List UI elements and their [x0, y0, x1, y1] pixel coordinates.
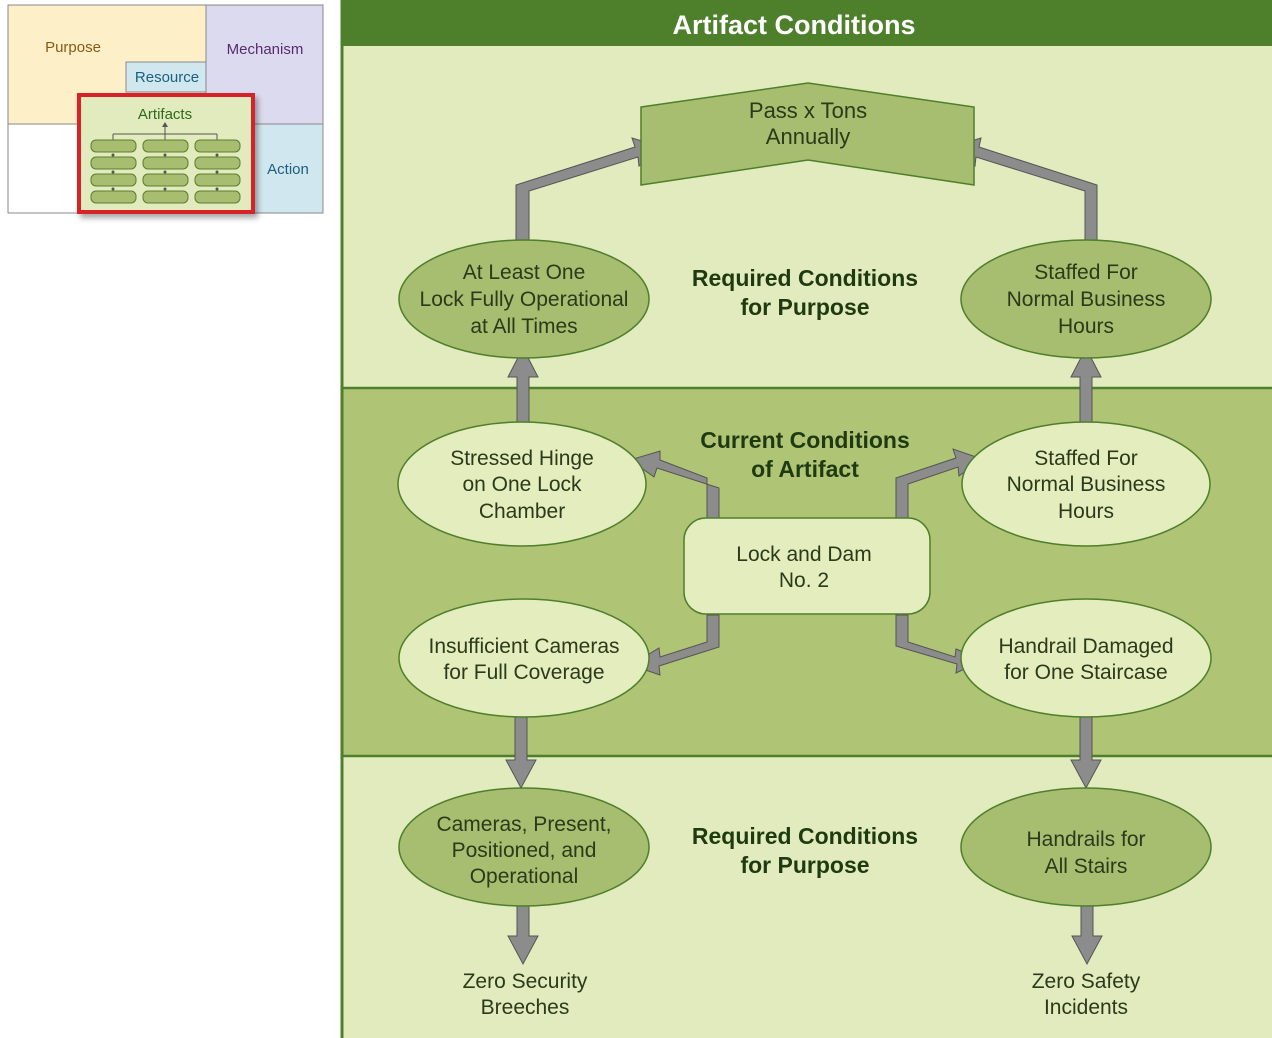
req-lock-line-2: Lock Fully Operational: [420, 288, 629, 311]
arrow-hinge-to-lock: [507, 346, 539, 431]
req-handrails-line-2: All Stairs: [1045, 855, 1128, 878]
legend-action-label: Action: [267, 161, 309, 178]
req-staffed-line-2: Normal Business: [1007, 288, 1166, 311]
node-req-staffed: [960, 239, 1212, 359]
goal-banner: [640, 82, 975, 186]
legend-map: Purpose Mechanism Resource Action Artifa…: [7, 4, 324, 214]
bottom-section-label-2: for Purpose: [740, 852, 869, 878]
top-section-label-2: for Purpose: [740, 294, 869, 320]
legend-mechanism-label: Mechanism: [227, 41, 304, 58]
out-safety-line-1: Zero Safety: [1032, 970, 1141, 993]
req-cameras-line-3: Operational: [470, 865, 579, 888]
cur-cameras-line-2: for Full Coverage: [443, 661, 604, 684]
node-req-lock: [398, 239, 650, 359]
legend-resource-label: Resource: [135, 69, 199, 86]
legend-resource-box: [125, 61, 207, 93]
req-cameras-line-1: Cameras, Present,: [436, 813, 611, 836]
center-line-1: Lock and Dam: [736, 543, 871, 566]
cur-staffed-line-2: Normal Business: [1007, 473, 1166, 496]
req-lock-line-3: at All Times: [470, 315, 577, 338]
node-cur-handrail: [960, 598, 1212, 718]
top-section-label-1: Required Conditions: [692, 265, 918, 291]
middle-section-label-1: Current Conditions: [700, 427, 910, 453]
goal-line-1: Pass x Tons: [749, 98, 867, 123]
goal-line-2: Annually: [766, 124, 850, 149]
arrow-curstaffed-to-reqstaffed: [1070, 346, 1102, 431]
legend-artifacts-label: Artifacts: [138, 106, 192, 123]
out-security-line-1: Zero Security: [463, 970, 588, 993]
node-cur-hinge: [397, 421, 647, 547]
cur-staffed-line-1: Staffed For: [1034, 447, 1138, 470]
center-line-2: No. 2: [779, 569, 829, 592]
req-staffed-line-3: Hours: [1058, 315, 1114, 338]
middle-section-label-2: of Artifact: [751, 456, 859, 482]
legend-artifacts-tree-icon: [90, 122, 241, 204]
node-cur-cameras: [398, 598, 650, 718]
req-handrails-line-1: Handrails for: [1026, 828, 1145, 851]
cur-hinge-line-3: Chamber: [479, 500, 565, 523]
cur-handrail-line-1: Handrail Damaged: [998, 635, 1173, 658]
arrow-center-to-hinge: [628, 450, 720, 519]
cur-cameras-line-1: Insufficient Cameras: [428, 635, 619, 658]
cur-hinge-line-2: on One Lock: [462, 473, 582, 496]
node-cur-staffed: [961, 421, 1211, 547]
out-safety-line-2: Incidents: [1044, 996, 1128, 1019]
node-req-handrails: [960, 787, 1212, 907]
legend-purpose-label: Purpose: [45, 39, 101, 56]
req-cameras-line-2: Positioned, and: [452, 839, 597, 862]
cur-handrail-line-2: for One Staircase: [1004, 661, 1167, 684]
title-bar: [341, 0, 1272, 46]
cur-hinge-line-1: Stressed Hinge: [450, 447, 594, 470]
node-req-cameras: [398, 787, 650, 907]
req-staffed-line-1: Staffed For: [1034, 261, 1138, 284]
cur-staffed-line-3: Hours: [1058, 500, 1114, 523]
diagram-title: Artifact Conditions: [673, 10, 916, 40]
bottom-section-label-1: Required Conditions: [692, 823, 918, 849]
req-lock-line-1: At Least One: [463, 261, 586, 284]
node-center-lock-dam: [683, 517, 931, 615]
out-security-line-2: Breeches: [481, 996, 570, 1019]
